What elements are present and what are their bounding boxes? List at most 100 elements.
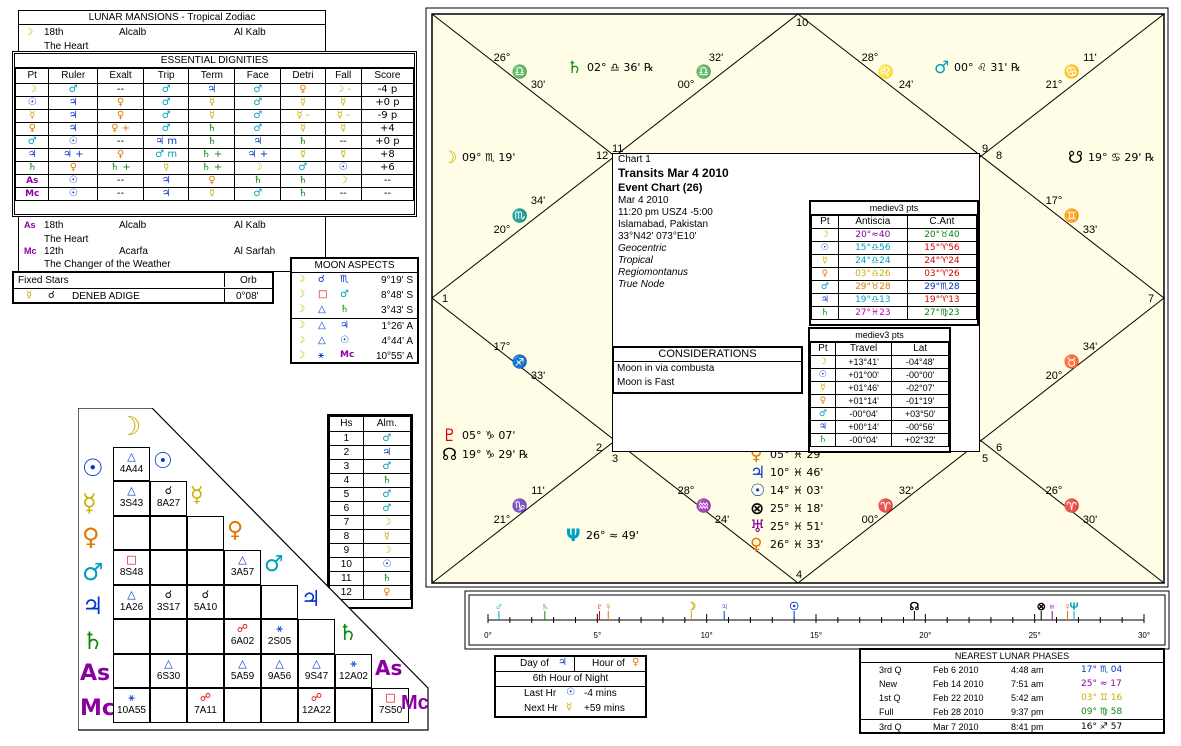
almutens-table: Hs Alm. 1♂2♃3♂4♄5♂6♂7☽8☿9☽10☉11♄12♀	[329, 416, 412, 600]
last-hour-value: -4 mins	[584, 688, 617, 699]
dignity-cell: ☽	[234, 161, 282, 175]
mercury-icon: ☿	[566, 702, 573, 713]
aspect-cell	[224, 584, 261, 619]
planet-position: 19° ♋ 29' ℞	[1088, 151, 1155, 164]
dignity-cell: ☽ -	[324, 83, 362, 97]
phase-ph: 1st Q	[879, 693, 901, 703]
aspect-cell: ☌5A10	[187, 584, 224, 619]
antiscia-cell: 20°≈40	[837, 228, 908, 242]
planet-position: 00° ♌ 31' ℞	[954, 61, 1021, 74]
planet-glyph[interactable]: Ψ	[566, 526, 581, 546]
moon-aspect-row: ☽☌♏9°19' S	[292, 273, 417, 288]
planet-glyph[interactable]: ☉	[750, 481, 766, 501]
dignity-cell: ♂	[142, 83, 190, 97]
dignity-cell: ♃	[142, 174, 190, 188]
planet-glyph[interactable]: ♀	[750, 535, 763, 555]
planet-glyph[interactable]: ♅	[750, 517, 766, 537]
dignity-cell: --	[360, 187, 415, 201]
hour-of-label: Hour of	[592, 658, 625, 669]
ruler-planet-marker[interactable]: ♃	[720, 601, 728, 613]
house-number: 2	[596, 442, 602, 454]
planet-glyph[interactable]: ☽	[442, 148, 458, 168]
phase-date: Feb 28 2010	[933, 707, 984, 717]
cusp-label: 00°	[862, 514, 879, 526]
aspect-orb: 6S30	[156, 670, 181, 682]
ruler-planet-marker[interactable]: ♀	[604, 601, 612, 613]
venus-icon: ♀	[632, 657, 640, 668]
aspect-orb: 7S50	[378, 705, 403, 716]
mc-glyph: Mc	[24, 246, 37, 256]
grid-row-planet: ☉	[82, 454, 104, 482]
cusp-label: 34'	[1083, 341, 1097, 353]
antiscia-cell: 15°♈56	[906, 241, 978, 255]
travel-cell: ♃	[810, 420, 836, 434]
ruler-tick-label: 10°	[701, 631, 713, 640]
aspect-cell	[224, 688, 261, 723]
aspect-icon: ☌	[318, 274, 325, 285]
mansion-name: Alcalb	[119, 27, 147, 38]
travel-col: Travel	[834, 342, 893, 356]
aspect-icon: △	[318, 320, 326, 331]
antiscia-cell: 03°♈26	[906, 267, 978, 281]
dignity-col-header: Score	[360, 68, 415, 84]
ruler-planet-marker[interactable]: ☊	[910, 601, 920, 613]
planet-glyph[interactable]: ☊	[442, 445, 458, 465]
dignity-cell: ♄ +	[188, 148, 236, 162]
hour-title: 6th Hour of Night	[496, 672, 645, 687]
ruler-planet-marker[interactable]: ♂	[495, 601, 503, 613]
moon-glyph: ☽	[296, 274, 305, 285]
ruler-planet-marker[interactable]: ♀	[1063, 601, 1071, 613]
cusp-label: ♌	[878, 64, 894, 79]
info-title: Transits Mar 4 2010	[618, 166, 729, 180]
ruler-planet-marker[interactable]: Ψ	[1070, 601, 1079, 613]
planet-position: 25° ♓ 51'	[770, 520, 824, 533]
lunar-mansions-title: LUNAR MANSIONS - Tropical Zodiac	[19, 11, 325, 25]
ruler-planet-marker[interactable]: ♅	[1048, 601, 1056, 613]
planet-glyph[interactable]: ♇	[442, 426, 458, 446]
aspect-glyph: △	[238, 553, 247, 566]
ruler-planet-marker[interactable]: ♄	[541, 601, 549, 613]
antiscia-col: Pt	[811, 215, 839, 229]
info-time: 11:20 pm USZ4 -5:00	[618, 207, 713, 218]
phase-ph: Full	[879, 707, 894, 717]
planet-glyph[interactable]: ♄	[567, 58, 583, 78]
aspect-cell: □8S48	[113, 550, 150, 585]
dignity-cell: ♂	[14, 135, 50, 149]
house-number: 3	[612, 453, 618, 465]
almuten-row: 5♂	[329, 487, 412, 502]
ruler-planet-marker[interactable]: ☉	[789, 601, 799, 613]
travel-cell: +01°14'	[834, 394, 893, 408]
ruler-planet-marker[interactable]: ⊗	[1037, 601, 1046, 613]
moon-glyph: ☽	[296, 335, 305, 346]
planet-glyph[interactable]: ⊗	[750, 499, 765, 519]
antiscia-cell: 24°♈24	[906, 254, 978, 268]
ruler-planet-marker[interactable]: ☽	[686, 601, 696, 613]
dignity-cell: Mc	[14, 187, 50, 201]
ruler-planet-marker[interactable]: ♇	[595, 601, 603, 613]
cusp-label: 33'	[531, 370, 545, 382]
planet-glyph[interactable]: ♃	[750, 463, 766, 483]
planet-position: 25° ♓ 18'	[770, 502, 824, 515]
travel-cell: ♄	[810, 433, 836, 447]
planet-glyph[interactable]: ♂	[934, 58, 950, 78]
travel-cell: -02°07'	[891, 381, 949, 395]
house-number: 8	[996, 150, 1002, 162]
planet-glyph[interactable]: ☋	[1068, 148, 1084, 168]
grid-diagonal-planet: As	[375, 655, 403, 680]
mansion-desc: The Changer of the Weather	[44, 259, 171, 270]
dignity-col-header: Ruler	[48, 68, 99, 84]
dignity-row: ♃♃ +♀♂ m♄ +♃ +☿☿+8	[14, 148, 415, 162]
house-number: 5	[982, 453, 988, 465]
ruler-tick-label: 5°	[594, 631, 602, 640]
cusp-label: ♐	[512, 354, 528, 369]
dignity-cell: +0 p	[360, 135, 415, 149]
aspect-cell	[150, 550, 187, 585]
aspect-cell	[113, 653, 150, 688]
cusp-label: 24'	[715, 514, 729, 526]
dignity-cell: ☽	[324, 174, 362, 188]
dignity-cell: ☽	[14, 83, 50, 97]
mansion-num: 12th	[44, 246, 64, 257]
